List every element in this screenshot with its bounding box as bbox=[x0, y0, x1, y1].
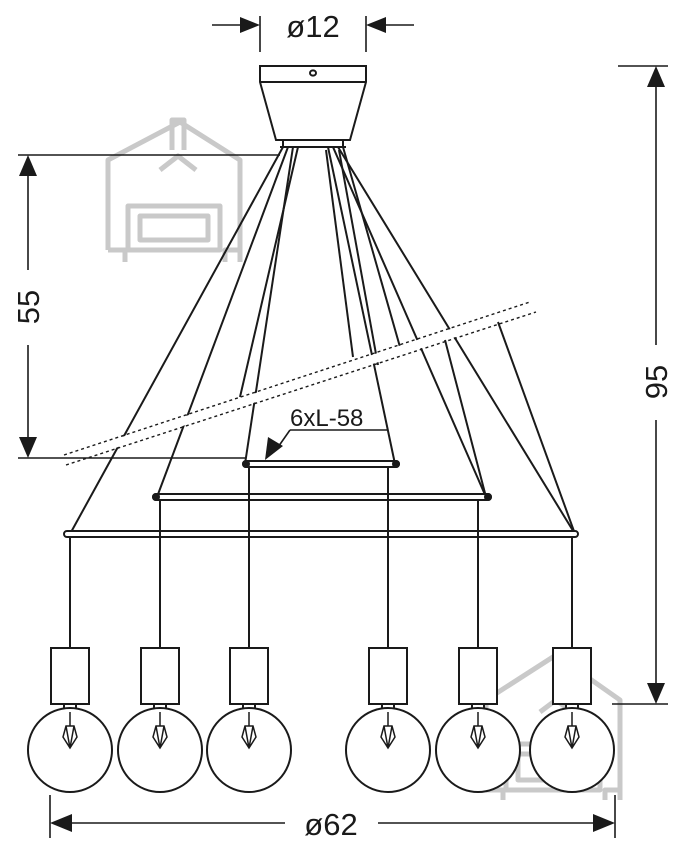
arrowhead-icon bbox=[366, 17, 386, 33]
bottom-ring bbox=[63, 530, 579, 538]
bulb-filament bbox=[62, 712, 78, 750]
pendant-lamp bbox=[27, 537, 113, 793]
arrowhead-icon bbox=[593, 814, 615, 832]
bulb-filament bbox=[470, 712, 486, 750]
suspension-height-label: 55 bbox=[11, 290, 46, 324]
bulb-filament bbox=[564, 712, 580, 750]
ring-bars bbox=[63, 460, 579, 538]
pendant-lamps bbox=[27, 467, 615, 793]
lamp-socket bbox=[552, 647, 592, 705]
total-diameter-label: ø62 bbox=[304, 807, 357, 842]
total-height-label: 95 bbox=[639, 365, 674, 399]
canopy-diameter-label: ø12 bbox=[286, 9, 339, 44]
arrowhead-icon bbox=[265, 437, 283, 460]
ceiling-canopy bbox=[259, 65, 367, 148]
arrowhead-icon bbox=[19, 155, 37, 176]
break-lines bbox=[63, 301, 537, 466]
lamp-socket bbox=[140, 647, 180, 705]
bulb-filament bbox=[380, 712, 396, 750]
dimension-total-diameter bbox=[49, 795, 616, 838]
bulb-filament bbox=[152, 712, 168, 750]
wire-length-label: 6xL-58 bbox=[290, 405, 363, 432]
bulb-filament bbox=[241, 712, 257, 750]
lamp-socket bbox=[368, 647, 408, 705]
lamp-socket bbox=[229, 647, 269, 705]
pendant-lamp bbox=[529, 537, 615, 793]
pendant-lamp bbox=[206, 467, 292, 793]
suspension-wires bbox=[69, 146, 576, 535]
middle-ring bbox=[152, 493, 492, 501]
house-watermark-icon bbox=[105, 117, 243, 262]
light-bulb bbox=[117, 707, 203, 793]
dimension-canopy-diameter bbox=[212, 16, 414, 52]
pendant-lamp bbox=[117, 500, 203, 793]
lamp-socket bbox=[50, 647, 90, 705]
light-bulb bbox=[345, 707, 431, 793]
arrowhead-icon bbox=[19, 437, 37, 458]
dimension-suspension-height bbox=[18, 154, 280, 459]
arrowhead-icon bbox=[647, 66, 665, 87]
arrowhead-icon bbox=[240, 17, 260, 33]
light-bulb bbox=[435, 707, 521, 793]
arrowhead-icon bbox=[647, 683, 665, 704]
pendant-lamp bbox=[345, 467, 431, 793]
pendant-lamp bbox=[435, 500, 521, 793]
light-bulb bbox=[206, 707, 292, 793]
top-ring bbox=[242, 460, 400, 468]
arrowhead-icon bbox=[50, 814, 72, 832]
dimension-wire-length bbox=[265, 429, 387, 460]
light-bulb bbox=[27, 707, 113, 793]
dimension-total-height bbox=[612, 65, 668, 705]
light-bulb bbox=[529, 707, 615, 793]
lamp-socket bbox=[458, 647, 498, 705]
